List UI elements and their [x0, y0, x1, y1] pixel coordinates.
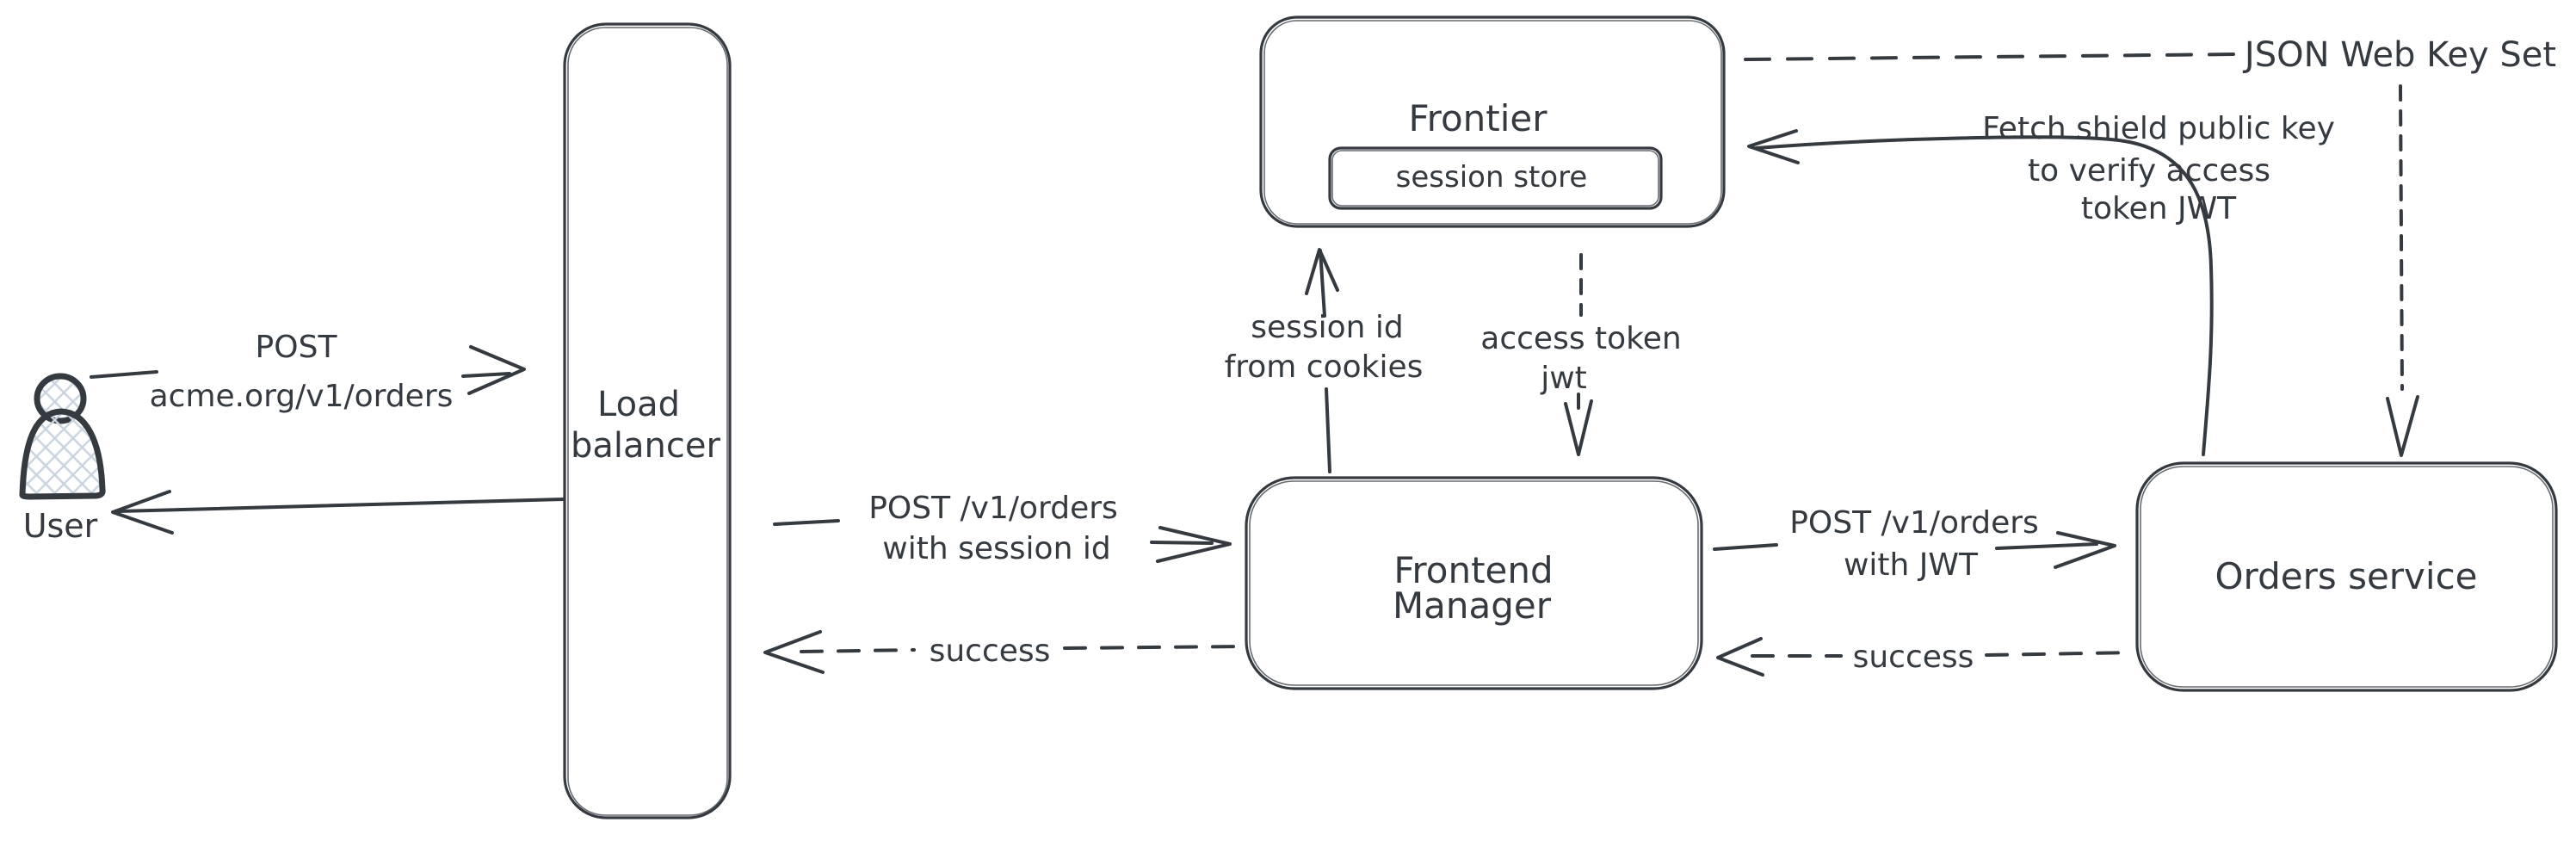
edge-fm-to-orders-line2: with JWT	[1843, 547, 1979, 583]
user-label: User	[22, 507, 98, 545]
edge-fm-to-lb-success-label: success	[929, 634, 1051, 669]
arrow-orders-to-fm-success	[1716, 637, 2135, 677]
frontend-manager-label-line2: Manager	[1392, 584, 1552, 627]
frontend-manager-label-line1: Frontend	[1393, 549, 1554, 591]
edge-fm-to-orders-line1: POST /v1/orders	[1789, 505, 2039, 541]
arrow-orders-to-frontier	[1747, 129, 2214, 456]
arrow-frontier-to-fm	[1564, 253, 1593, 456]
edge-fm-to-frontier-line2: from cookies	[1224, 349, 1424, 385]
jwks-label: JSON Web Key Set	[2244, 35, 2557, 75]
arrow-fm-to-orders	[1713, 531, 2116, 569]
edge-orders-to-frontier-line2: to verify access	[2028, 153, 2270, 189]
load-balancer-label-line2: balancer	[571, 426, 720, 466]
arrow-fm-to-frontier	[1305, 248, 1339, 473]
orders-service-label: Orders service	[2215, 555, 2478, 597]
user-icon	[19, 373, 106, 500]
jwks-dashed-line	[1744, 53, 2237, 61]
edge-lb-to-fm-line1: POST /v1/orders	[868, 491, 1118, 526]
arrow-fm-to-lb-success	[763, 630, 1245, 674]
edge-frontier-to-fm-line2: jwt	[1541, 361, 1587, 396]
edge-frontier-to-fm-line1: access token	[1480, 321, 1682, 356]
orders-service-box	[2135, 461, 2558, 692]
load-balancer-label-line1: Load	[597, 385, 680, 424]
edge-orders-to-fm-success-label: success	[1852, 640, 1974, 675]
edge-user-to-lb-line1: POST	[255, 330, 337, 365]
session-store-label: session store	[1395, 160, 1588, 195]
load-balancer-box	[563, 22, 732, 819]
edge-lb-to-fm-line2: with session id	[882, 531, 1111, 566]
frontend-manager-box	[1245, 476, 1703, 690]
edge-user-to-lb-line2: acme.org/v1/orders	[149, 379, 454, 414]
jwks-down-arrow	[2386, 84, 2419, 457]
arrow-lb-to-fm	[773, 519, 1232, 563]
arrow-user-to-lb	[90, 345, 526, 395]
frontier-label: Frontier	[1408, 97, 1547, 139]
session-store-box	[1328, 146, 1663, 210]
edge-orders-to-frontier-line3: token JWT	[2080, 191, 2237, 226]
edge-fm-to-frontier-line1: session id	[1251, 310, 1404, 345]
arrow-lb-to-user	[111, 490, 565, 535]
edge-orders-to-frontier-line1: Fetch shield public key	[1982, 111, 2335, 146]
